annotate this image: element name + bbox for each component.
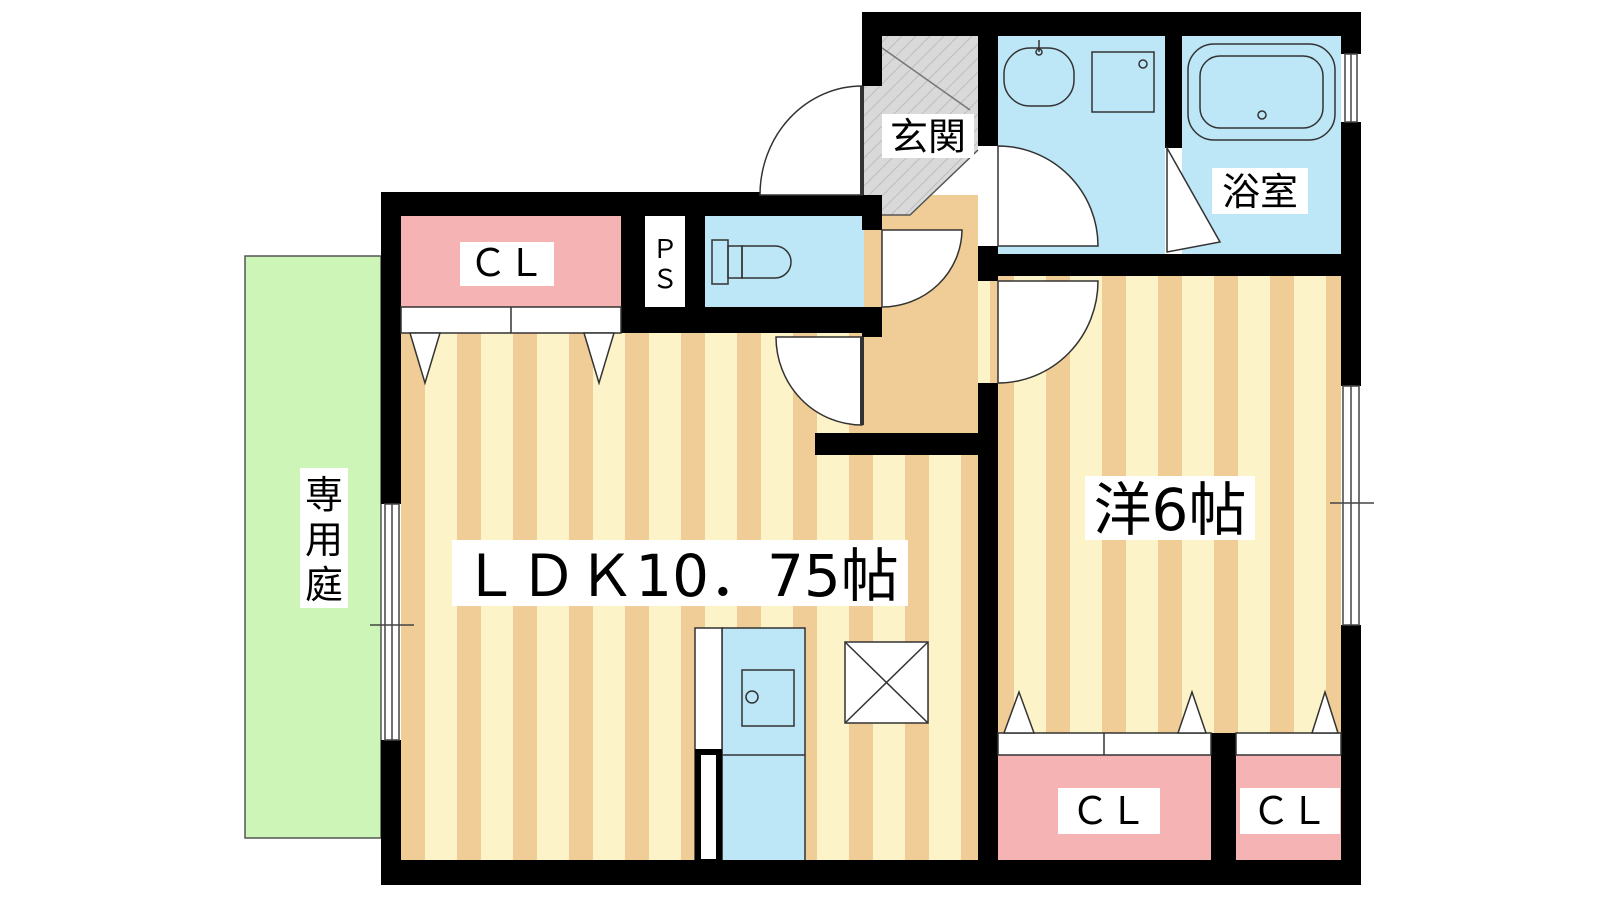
entrance-step-line [867,37,971,111]
doors [759,85,1222,426]
closet-doors [400,306,1342,756]
western-room-label: 洋6帖 [1094,476,1247,544]
western-closet-1-label: ＣＬ [1071,789,1147,833]
bathroom [1182,36,1341,254]
bathtub-fixture [1187,43,1336,141]
toilet-room [705,216,864,307]
garden-label-1: 専 [305,473,343,517]
windows [370,53,1374,741]
garden-label-3: 庭 [305,563,343,607]
kitchen-counter [694,627,806,865]
washing-machine-space [1091,51,1155,113]
pipe-space-label-s: Ｓ [652,265,678,295]
underfloor-storage [844,641,929,724]
toilet-fixture [711,239,792,285]
garden-label-2: 用 [305,518,343,562]
ldk-closet-label: ＣＬ [469,241,545,285]
pipe-space-label-p: Ｐ [652,235,678,265]
bath-label: 浴室 [1222,170,1298,214]
walls [381,12,1361,885]
ldk-label: ＬＤＫ10．75帖 [461,542,899,610]
entrance-label: 玄関 [890,115,966,159]
room-labels: ＣＬ Ｐ Ｓ 玄関 浴室 洋6帖 ＬＤＫ10．75帖 ＣＬ ＣＬ 専 用 庭 [300,114,1340,834]
western-closet-2-label: ＣＬ [1252,789,1328,833]
wash-basin-fixture [1003,40,1075,107]
